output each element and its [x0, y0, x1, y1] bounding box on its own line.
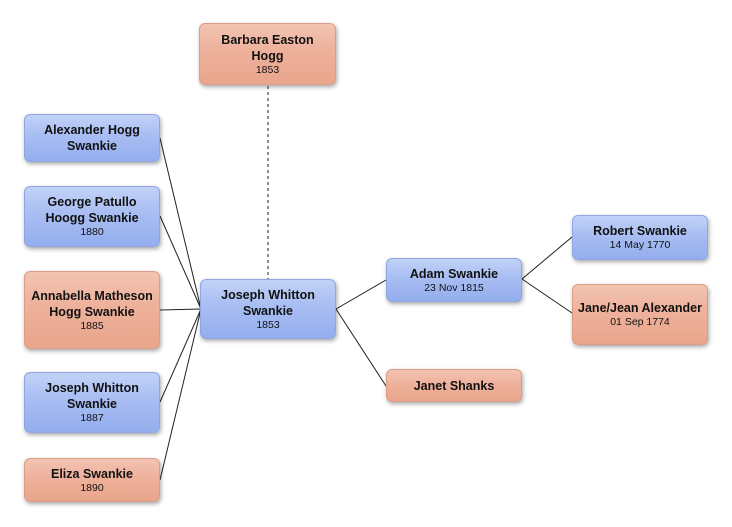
person-name: Adam Swankie: [409, 266, 499, 281]
parent-link-adam: [335, 279, 387, 310]
person-name: Joseph Whitton Swankie: [45, 381, 139, 411]
person-node-barbara-easton-hogg[interactable]: Barbara Easton Hogg 1853: [199, 23, 336, 85]
person-date: 1853: [255, 63, 280, 76]
person-date: 1885: [80, 319, 104, 332]
person-name: Joseph Whitton Swankie: [221, 287, 315, 318]
person-name: Annabella Matheson Hogg Swankie: [31, 288, 153, 319]
person-node-adam-swankie[interactable]: Adam Swankie 23 Nov 1815: [386, 258, 522, 302]
person-name: Barbara Easton Hogg: [221, 32, 314, 63]
person-node-joseph-whitton-swankie-1853[interactable]: Joseph Whitton Swankie 1853: [200, 279, 336, 339]
child-link-eliza: [159, 308, 202, 481]
person-date: 14 May 1770: [609, 239, 671, 251]
child-link-joseph-jr: [159, 308, 202, 403]
person-node-janet-shanks[interactable]: Janet Shanks: [386, 369, 522, 402]
person-date: 1880: [80, 226, 104, 238]
person-node-annabella-matheson-hogg-swankie[interactable]: Annabella Matheson Hogg Swankie 1885: [24, 271, 160, 349]
parent-link-janet: [335, 308, 387, 387]
child-link-alexander: [159, 137, 202, 310]
person-node-robert-swankie[interactable]: Robert Swankie 14 May 1770: [572, 215, 708, 260]
person-node-alexander-hogg-swankie[interactable]: Alexander Hogg Swankie: [24, 114, 160, 162]
person-name: Eliza Swankie: [51, 466, 133, 481]
person-node-joseph-whitton-swankie-1887[interactable]: Joseph Whitton Swankie 1887: [24, 372, 160, 433]
person-node-george-patullo-hoogg-swankie[interactable]: George Patullo Hoogg Swankie 1880: [24, 186, 160, 247]
person-date: 1890: [80, 481, 104, 494]
child-link-annabella: [159, 308, 202, 311]
person-node-jane-jean-alexander[interactable]: Jane/Jean Alexander 01 Sep 1774: [572, 284, 708, 345]
person-name: Robert Swankie: [593, 224, 687, 238]
parent-link-jane: [521, 278, 573, 314]
person-node-eliza-swankie[interactable]: Eliza Swankie 1890: [24, 458, 160, 502]
person-date: 23 Nov 1815: [424, 281, 484, 294]
parent-link-robert: [521, 236, 573, 280]
person-name: Alexander Hogg Swankie: [44, 123, 140, 153]
person-name: Janet Shanks: [413, 378, 495, 393]
person-date: 01 Sep 1774: [610, 316, 670, 328]
person-date: 1853: [256, 318, 280, 331]
person-name: George Patullo Hoogg Swankie: [45, 195, 139, 225]
child-link-george: [159, 215, 202, 310]
person-name: Jane/Jean Alexander: [578, 301, 702, 315]
person-date: 1887: [80, 412, 104, 424]
